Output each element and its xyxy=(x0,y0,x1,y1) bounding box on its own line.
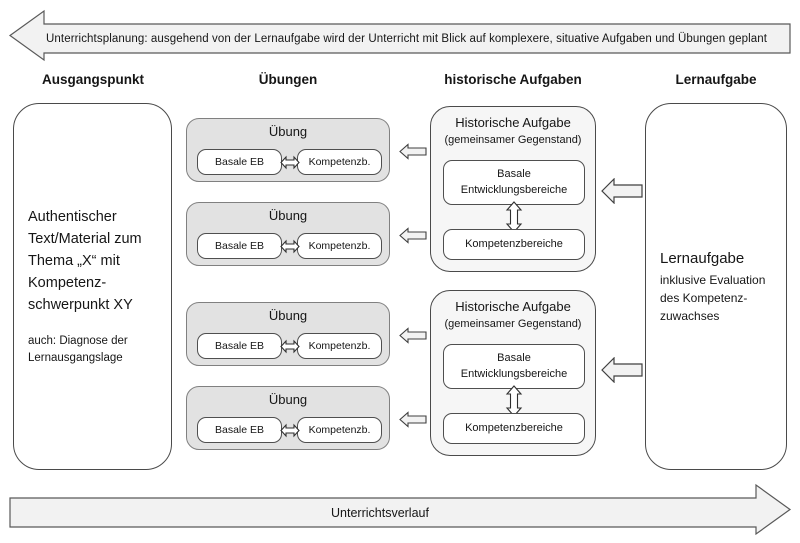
uebung-title-3: Übung xyxy=(268,308,308,323)
lernaufgabe-title: Lernaufgabe xyxy=(660,250,745,268)
connector-arrow-lernaufgabe-hist2 xyxy=(601,357,643,383)
bottom-banner-arrow: Unterrichtsverlauf xyxy=(8,482,792,537)
connector-arrow-hist2-uebung4 xyxy=(399,411,427,428)
uebung-chip-basale-eb-3[interactable]: Basale EB xyxy=(197,333,282,359)
uebung-bidirectional-arrow-4 xyxy=(280,423,300,438)
historische-aufgabe-subtitle-1: (gemeinsamer Gegenstand) xyxy=(444,134,582,146)
historische-aufgabe-chip-kompetenz-2[interactable]: Kompetenzbereiche xyxy=(443,413,585,444)
historische-aufgabe-title-2: Historische Aufgabe xyxy=(455,299,571,314)
lernaufgabe-box-content: Lernaufgabe inklusive Evaluation des Kom… xyxy=(646,248,786,325)
connector-arrow-hist2-uebung3 xyxy=(399,327,427,344)
uebung-bidirectional-arrow-1 xyxy=(280,155,300,170)
column-header-uebungen: Übungen xyxy=(258,72,318,87)
column-header-lernaufgabe: Lernaufgabe xyxy=(675,72,757,87)
uebung-title-1: Übung xyxy=(268,124,308,139)
uebung-chip-kompetenzb-1[interactable]: Kompetenzb. xyxy=(297,149,382,175)
historische-aufgabe-card-1[interactable]: Historische Aufgabe (gemeinsamer Gegenst… xyxy=(430,106,596,272)
uebung-title-4: Übung xyxy=(268,392,308,407)
uebung-chip-kompetenzb-3[interactable]: Kompetenzb. xyxy=(297,333,382,359)
lernaufgabe-sub-text: inklusive Evaluation des Kompetenz-zuwac… xyxy=(660,272,766,323)
uebung-bidirectional-arrow-2 xyxy=(280,239,300,254)
uebung-chip-basale-eb-2[interactable]: Basale EB xyxy=(197,233,282,259)
start-point-box-content: Authentischer Text/Material zum Thema „X… xyxy=(14,206,171,368)
uebung-chip-kompetenzb-2[interactable]: Kompetenzb. xyxy=(297,233,382,259)
historische-aufgabe-subtitle-2: (gemeinsamer Gegenstand) xyxy=(444,318,582,330)
historische-aufgabe-chip-kompetenz-1[interactable]: Kompetenzbereiche xyxy=(443,229,585,260)
uebung-card-3[interactable]: Übung Basale EB Kompetenzb. xyxy=(186,302,390,366)
historische-aufgabe-card-2[interactable]: Historische Aufgabe (gemeinsamer Gegenst… xyxy=(430,290,596,456)
bottom-banner-shape xyxy=(9,483,792,536)
uebung-card-4[interactable]: Übung Basale EB Kompetenzb. xyxy=(186,386,390,450)
top-banner-shape xyxy=(8,9,791,62)
uebung-chip-basale-eb-4[interactable]: Basale EB xyxy=(197,417,282,443)
column-header-ausgangspunkt: Ausgangspunkt xyxy=(41,72,144,87)
start-point-box[interactable]: Authentischer Text/Material zum Thema „X… xyxy=(13,103,172,470)
start-point-main-text: Authentischer Text/Material zum Thema „X… xyxy=(28,208,142,313)
historische-aufgabe-chip-basale-1[interactable]: Basale Entwicklungsbereiche xyxy=(443,160,585,205)
uebung-card-2[interactable]: Übung Basale EB Kompetenzb. xyxy=(186,202,390,266)
column-header-historische-aufgaben: historische Aufgaben xyxy=(444,72,582,87)
bottom-banner-text: Unterrichtsverlauf xyxy=(331,505,429,520)
historische-aufgabe-title-1: Historische Aufgabe xyxy=(455,115,571,130)
top-banner-arrow: Unterrichtsplanung: ausgehend von der Le… xyxy=(8,8,792,63)
start-point-sub-text: auch: Diagnose der Lernausgangslage xyxy=(28,334,128,365)
uebung-card-1[interactable]: Übung Basale EB Kompetenzb. xyxy=(186,118,390,182)
connector-arrow-lernaufgabe-hist1 xyxy=(601,178,643,204)
uebung-title-2: Übung xyxy=(268,208,308,223)
uebung-chip-basale-eb-1[interactable]: Basale EB xyxy=(197,149,282,175)
uebung-chip-kompetenzb-4[interactable]: Kompetenzb. xyxy=(297,417,382,443)
top-banner-text: Unterrichtsplanung: ausgehend von der Le… xyxy=(46,32,768,45)
uebung-bidirectional-arrow-3 xyxy=(280,339,300,354)
connector-arrow-hist1-uebung1 xyxy=(399,143,427,160)
connector-arrow-hist1-uebung2 xyxy=(399,227,427,244)
historische-aufgabe-chip-basale-2[interactable]: Basale Entwicklungsbereiche xyxy=(443,344,585,389)
lernaufgabe-box[interactable]: Lernaufgabe inklusive Evaluation des Kom… xyxy=(645,103,787,470)
